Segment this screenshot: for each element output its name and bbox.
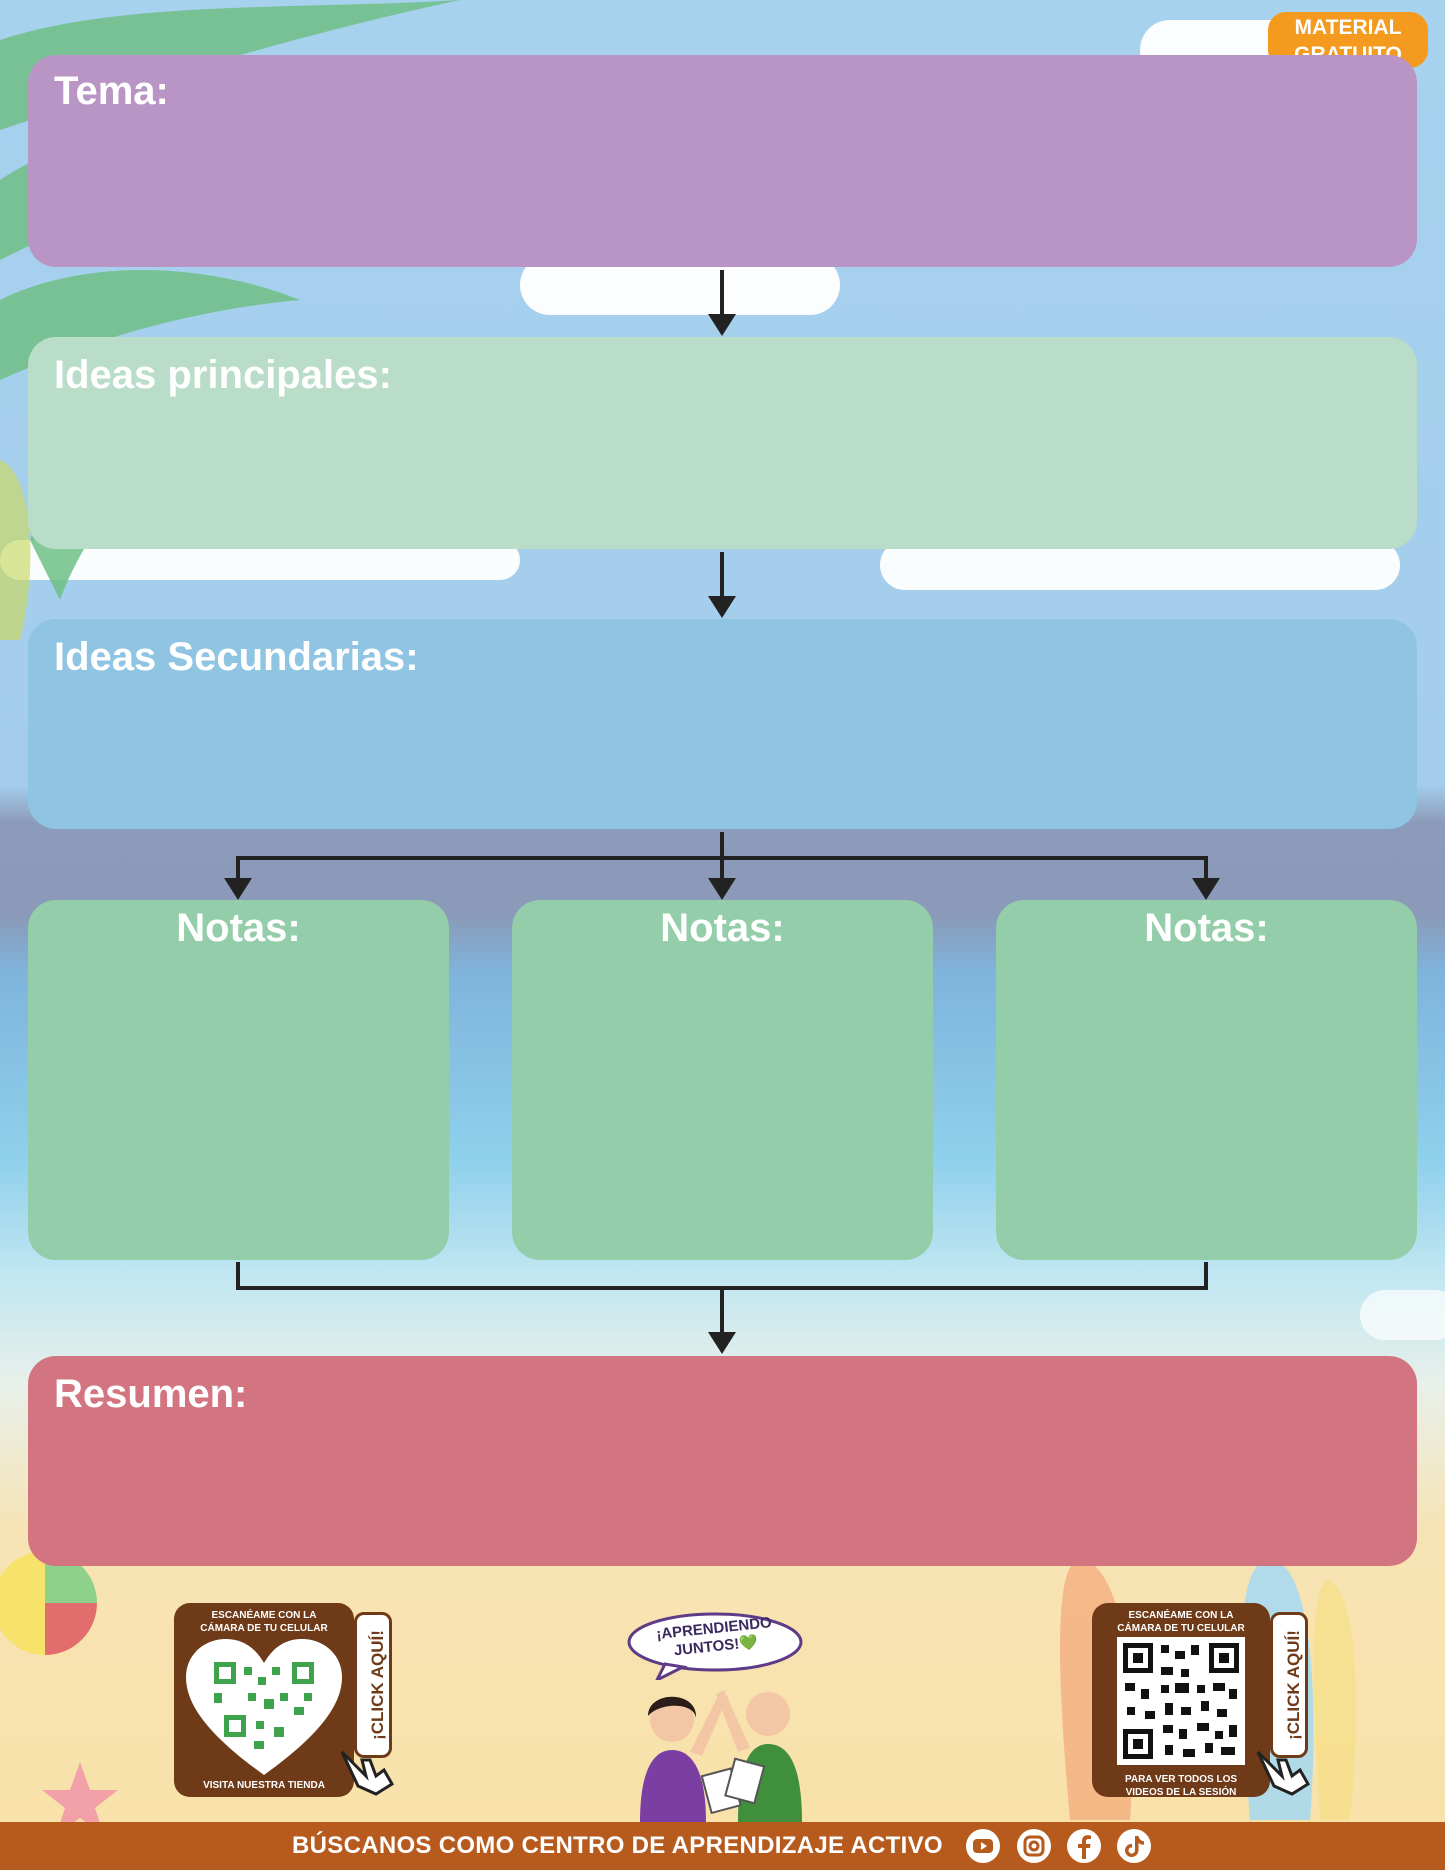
- resumen-title: Resumen:: [54, 1372, 248, 1416]
- footer-text: BÚSCANOS COMO CENTRO DE APRENDIZAJE ACTI…: [292, 1832, 943, 1859]
- pointer-hand-icon: [1256, 1750, 1311, 1796]
- store-qr-card[interactable]: ESCANÉAME CON LA CÁMARA DE TU CELULAR VI…: [174, 1603, 354, 1797]
- ideas-secundarias-title: Ideas Secundarias:: [54, 635, 419, 679]
- footer-bar: [0, 1822, 1445, 1870]
- store-click-here-tab[interactable]: ¡CLICK AQUÍ!: [354, 1612, 392, 1758]
- tema-title: Tema:: [54, 69, 169, 113]
- cloud: [1360, 1290, 1445, 1340]
- teachers-illustration: [640, 1690, 802, 1822]
- badge-line1: MATERIAL: [1294, 16, 1402, 39]
- tema-box[interactable]: Tema:: [28, 55, 1417, 267]
- ideas-principales-box[interactable]: Ideas principales:: [28, 337, 1417, 549]
- notas-box-2[interactable]: Notas:: [512, 900, 933, 1260]
- videos-click-here-tab[interactable]: ¡CLICK AQUÍ!: [1270, 1612, 1308, 1758]
- speech-bubble: [627, 1612, 803, 1680]
- qr-right-caption-bottom: PARA VER TODOS LOS VIDEOS DE LA SESIÓN: [1124, 1774, 1238, 1798]
- facebook-icon[interactable]: [1067, 1829, 1101, 1863]
- qr-left-caption-top: ESCANÉAME CON LA CÁMARA DE TU CELULAR: [200, 1610, 328, 1634]
- videos-click-here-label: ¡CLICK AQUÍ!: [1283, 1630, 1303, 1740]
- store-click-here-label: ¡CLICK AQUÍ!: [367, 1630, 387, 1740]
- ideas-secundarias-box[interactable]: Ideas Secundarias:: [28, 619, 1417, 829]
- notas-box-3[interactable]: Notas:: [996, 900, 1417, 1260]
- notas-box-1[interactable]: Notas:: [28, 900, 449, 1260]
- instagram-icon[interactable]: [1017, 1829, 1051, 1863]
- notas-title-3: Notas:: [1144, 906, 1269, 950]
- heart-qr-code-icon: [186, 1639, 342, 1775]
- resumen-box[interactable]: Resumen:: [28, 1356, 1417, 1566]
- starfish-decoration: [42, 1762, 118, 1836]
- youtube-icon[interactable]: [966, 1829, 1000, 1863]
- videos-qr-card[interactable]: ESCANÉAME CON LA CÁMARA DE TU CELULAR PA…: [1092, 1603, 1270, 1798]
- qr-code-icon: [1117, 1637, 1245, 1765]
- notas-title-1: Notas:: [176, 906, 301, 950]
- notas-title-2: Notas:: [660, 906, 785, 950]
- ideas-principales-title: Ideas principales:: [54, 353, 392, 397]
- pointer-hand-icon: [340, 1750, 395, 1796]
- qr-left-caption-bottom: VISITA NUESTRA TIENDA: [203, 1780, 325, 1791]
- tiktok-icon[interactable]: [1117, 1829, 1151, 1863]
- qr-right-caption-top: ESCANÉAME CON LA CÁMARA DE TU CELULAR: [1117, 1610, 1245, 1634]
